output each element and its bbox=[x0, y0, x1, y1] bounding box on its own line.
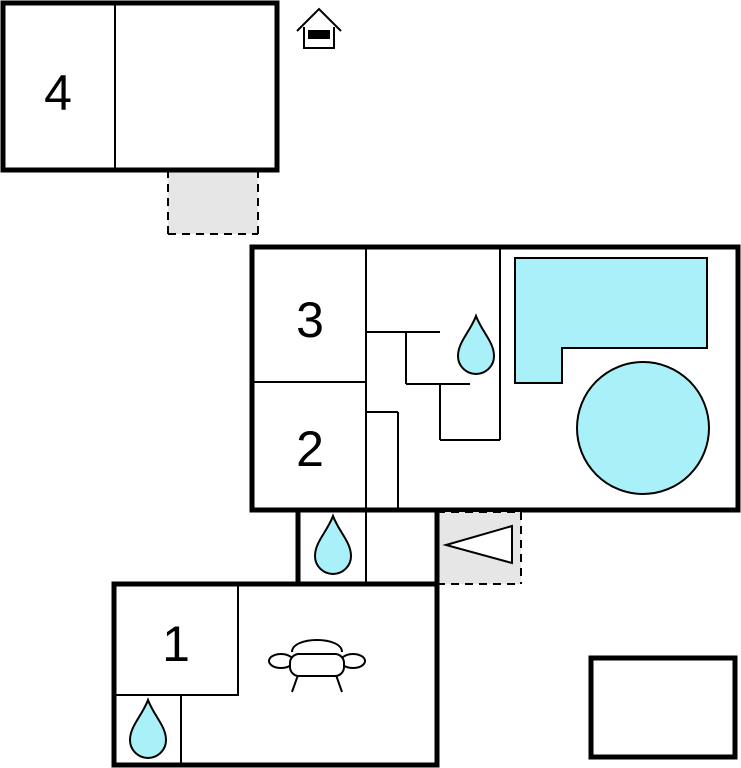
house-entrance-icon bbox=[296, 7, 342, 49]
terrace-top bbox=[168, 170, 258, 234]
staircase-icon bbox=[442, 524, 513, 565]
room-3-label: 3 bbox=[296, 292, 324, 348]
pool bbox=[514, 257, 708, 384]
room-2-label: 2 bbox=[296, 421, 324, 477]
water-drop-icon bbox=[456, 313, 496, 375]
water-drop-icon bbox=[128, 697, 168, 759]
hot-tub bbox=[576, 361, 710, 495]
room-4-label: 4 bbox=[44, 65, 72, 121]
water-drop-icon bbox=[313, 513, 353, 575]
detached-structure bbox=[588, 655, 738, 760]
connector bbox=[295, 510, 522, 585]
main-building-upper: 3 2 bbox=[249, 244, 741, 513]
outbuilding: 4 bbox=[0, 0, 280, 235]
room-1-label: 1 bbox=[162, 616, 190, 672]
sofa-icon bbox=[268, 639, 366, 693]
main-building-lower: 1 bbox=[111, 581, 440, 768]
